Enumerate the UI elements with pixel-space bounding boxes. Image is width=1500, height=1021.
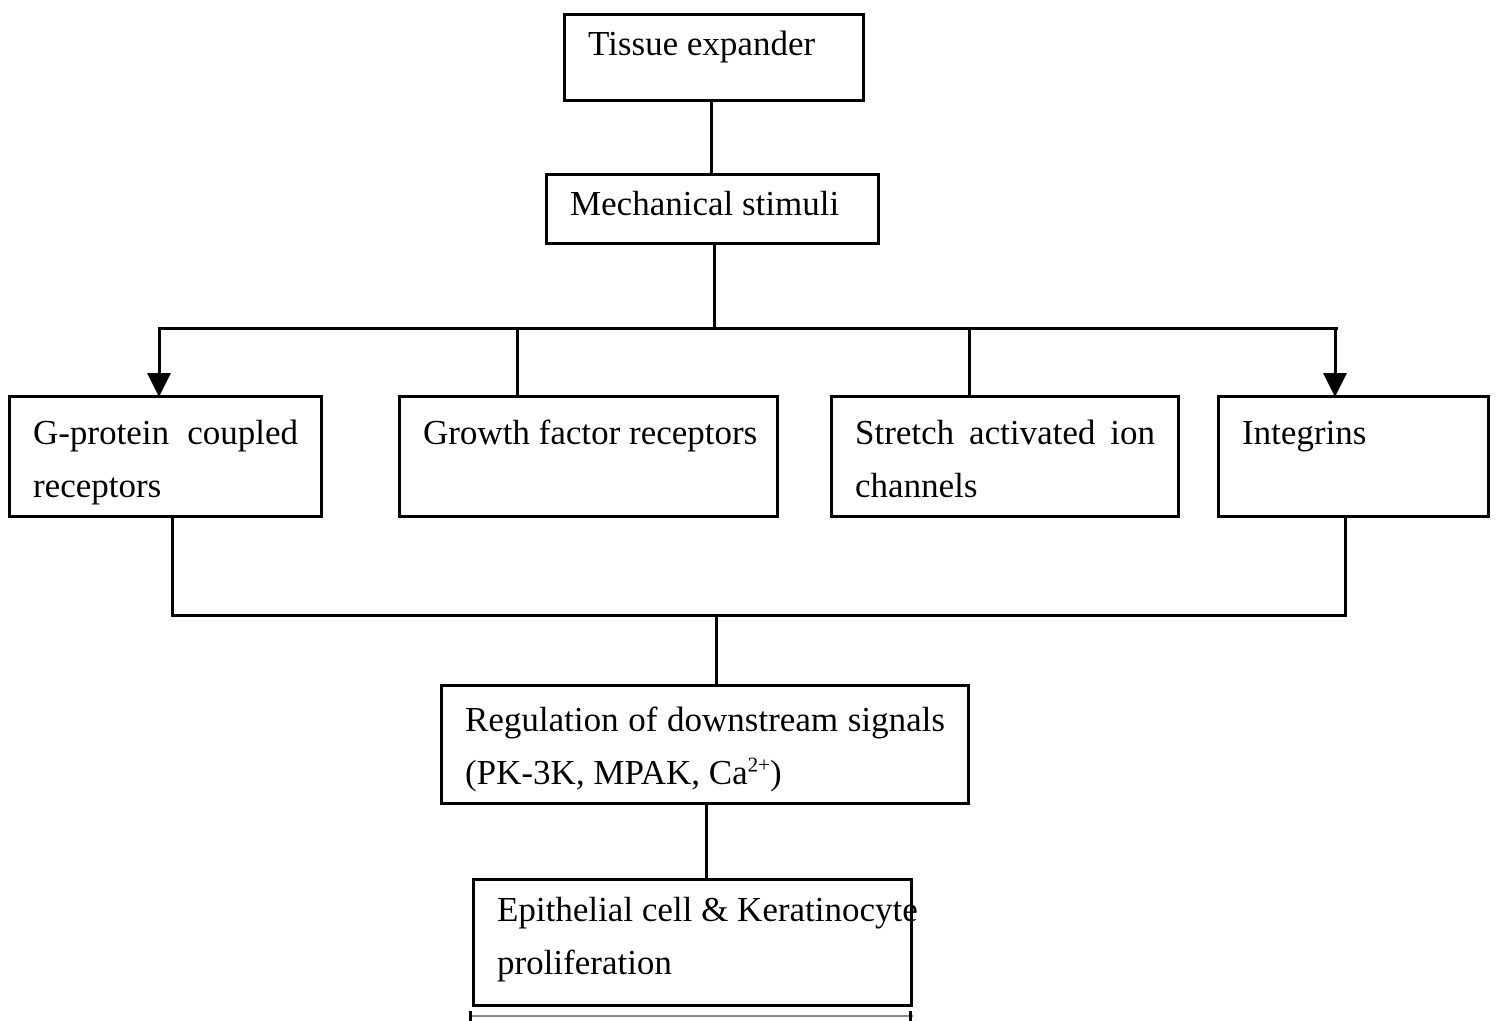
connector-branch-to-stretch (968, 327, 971, 397)
node-stretch-line1: Stretch activated ion (855, 406, 1155, 459)
connector-converge-to-regulation (715, 617, 718, 684)
node-integrins-label: Integrins (1242, 413, 1367, 452)
node-downstream-superscript: 2+ (747, 752, 770, 777)
node-gpcr: G-protein coupled receptors (8, 395, 323, 518)
connector-mechanical-to-branch (713, 245, 716, 327)
connector-regulation-to-proliferation (705, 805, 708, 878)
node-gpcr-line2: receptors (33, 466, 162, 505)
node-gpcr-word-1: G-protein (33, 413, 170, 452)
node-stretch-word-3: ion (1110, 413, 1155, 452)
node-stretch-word-2: activated (969, 413, 1096, 452)
node-downstream-word-4: signals (847, 700, 945, 739)
node-growth-factor-receptors: Growth factor receptors (398, 395, 779, 518)
node-proliferation-line2: proliferation (497, 943, 672, 982)
node-mechanical-stimuli: Mechanical stimuli (545, 173, 880, 245)
node-stretch-word-1: Stretch (855, 413, 955, 452)
node-mechanical-stimuli-label: Mechanical stimuli (570, 184, 840, 223)
connector-branch-to-growth-factor (516, 327, 519, 397)
node-stretch-line2: channels (855, 466, 978, 505)
cutoff-tick-left (469, 1011, 472, 1021)
node-downstream-word-1: Regulation (465, 700, 619, 739)
node-proliferation: Epithelial cell & Keratinocyte prolifera… (472, 878, 918, 1007)
node-downstream-line2: (PK-3K, MPAK, Ca2+) (465, 746, 945, 799)
node-tissue-expander: Tissue expander (563, 13, 865, 102)
connector-gpcr-to-converge (171, 518, 174, 617)
arrow-down-gpcr-icon (147, 373, 171, 397)
node-stretch-ion-channels: Stretch activated ion channels (830, 395, 1180, 518)
node-downstream-line2-close: ) (769, 753, 782, 792)
node-gpcr-line1: G-protein coupled (33, 406, 298, 459)
arrow-down-integrins-icon (1323, 373, 1347, 397)
cutoff-tick-right (909, 1011, 912, 1021)
node-downstream-line1: Regulation of downstream signals (465, 693, 945, 746)
node-proliferation-line1: Epithelial cell & Keratinocyte (497, 890, 918, 929)
branch-bar (158, 327, 1338, 330)
node-tissue-expander-label: Tissue expander (588, 24, 816, 63)
connector-branch-to-integrins (1334, 327, 1337, 375)
node-downstream-signals: Regulation of downstream signals (PK-3K,… (440, 684, 970, 805)
converge-bar (171, 614, 1347, 617)
node-integrins: Integrins (1217, 395, 1490, 518)
node-downstream-line2-text: (PK-3K, MPAK, Ca (465, 753, 748, 792)
node-downstream-word-3: downstream (667, 700, 839, 739)
connector-tissue-to-mechanical (710, 102, 713, 173)
connector-integrins-to-converge (1344, 518, 1347, 617)
node-gpcr-word-2: coupled (187, 413, 298, 452)
node-downstream-word-2: of (628, 700, 658, 739)
connector-branch-to-gpcr (158, 327, 161, 375)
node-growth-factor-receptors-label: Growth factor receptors (423, 413, 758, 452)
cutoff-element-line (470, 1015, 913, 1017)
